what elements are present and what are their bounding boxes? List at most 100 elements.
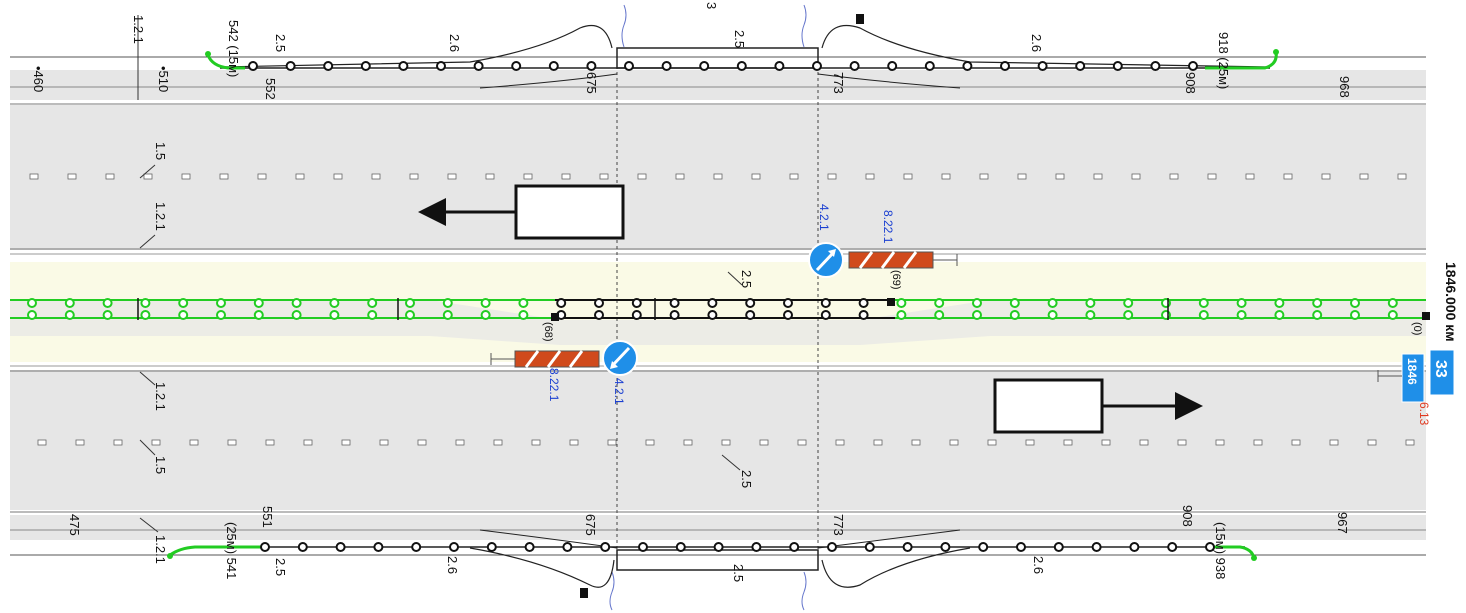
delineator-icon [1274, 298, 1285, 308]
delineator-icon [1009, 298, 1020, 308]
post-icon [1053, 542, 1064, 552]
marking-label: 2.5 [739, 470, 754, 488]
post-icon [1075, 61, 1086, 71]
lane-dash [295, 173, 305, 180]
leader-line [139, 164, 156, 179]
marking-label: 1.2.1 [153, 202, 168, 231]
guardrail-end-green [169, 545, 262, 557]
delineator-icon [102, 310, 113, 320]
marking-label: 2.5 [739, 270, 754, 288]
delineator-icon [1161, 298, 1171, 308]
lane-dash [1017, 173, 1027, 180]
lane-dash [257, 173, 267, 180]
delineator-icon [972, 298, 982, 308]
post-icon [551, 313, 559, 321]
delineator-icon [820, 310, 831, 320]
post-icon [600, 542, 611, 552]
marking-label: 2.5 [731, 564, 746, 582]
lane-dash [523, 173, 533, 180]
post-icon [1037, 61, 1048, 71]
delineator-icon [858, 298, 869, 308]
post-icon [962, 61, 973, 71]
lane-dash [1093, 173, 1103, 180]
delineator-icon [1085, 310, 1096, 320]
lane-dash [447, 173, 457, 180]
lane-dash [1321, 173, 1331, 180]
delineator-icon [1123, 298, 1134, 308]
post-icon [1422, 312, 1430, 320]
post-icon [1112, 61, 1123, 71]
lane-dash [979, 173, 989, 180]
median-taper [10, 300, 1426, 345]
delineator-icon [594, 310, 604, 320]
delineator-icon [1312, 310, 1323, 320]
lane-dash [189, 439, 199, 446]
delineator-icon [518, 298, 529, 308]
lane-dash [371, 173, 381, 180]
delineator-icon [783, 298, 793, 308]
median-post-label: (69) [890, 270, 902, 290]
lane-dash [227, 439, 237, 446]
marking-label: 2.6 [445, 556, 460, 574]
arrow-right-icon [1175, 392, 1203, 420]
post-icon [713, 542, 724, 552]
bridge-top [616, 47, 819, 69]
marking-label: 1.5 [153, 142, 168, 160]
marking-label: 1.2.1 [153, 535, 168, 564]
leader-line [139, 234, 156, 249]
post-icon [248, 61, 258, 71]
lane-dash [1329, 439, 1339, 446]
post-icon [486, 542, 497, 552]
delineator-icon [291, 298, 302, 308]
lane-dash [181, 173, 191, 180]
post-icon [323, 61, 334, 71]
guardrail-top-lower [479, 73, 961, 89]
delineator-icon [1350, 310, 1360, 320]
lane-dash [751, 173, 761, 180]
delineator-icon [1123, 310, 1134, 320]
post-icon [924, 61, 935, 71]
distance-sign-top [1429, 349, 1455, 396]
delineator-icon [1312, 298, 1323, 308]
pk-label: 967 [1335, 512, 1350, 534]
post-icon [675, 542, 686, 552]
delineator-icon [102, 298, 113, 308]
delineator-icon [1350, 298, 1360, 308]
delineator-icon [1009, 310, 1020, 320]
sign-code-label: 4.2.1 [612, 378, 626, 405]
post-icon [1205, 542, 1215, 552]
delineator-icon [896, 298, 907, 308]
lane-dash [219, 173, 229, 180]
lane-dash [1405, 439, 1415, 446]
delineator-icon [253, 298, 264, 308]
lane-dash [265, 439, 275, 446]
lane-dash [531, 439, 541, 446]
marking-label: 1.2.1 [153, 382, 168, 411]
lane-dash [949, 439, 959, 446]
lane-dash [143, 173, 153, 180]
delineator-icon [972, 310, 982, 320]
lane-dash [987, 439, 997, 446]
river-line [621, 4, 627, 48]
lane-dash [333, 173, 343, 180]
delineator-icon [216, 310, 226, 320]
post-icon [1167, 542, 1178, 552]
lane-dash [911, 439, 921, 446]
post-icon [751, 542, 762, 552]
delineator-icon [178, 310, 189, 320]
delineator-icon [367, 310, 378, 320]
lane-dash [417, 439, 427, 446]
delineator-icon [64, 310, 75, 320]
post-icon [580, 588, 588, 598]
pk-label: 675 [583, 514, 598, 536]
lane-dash [1169, 173, 1179, 180]
marking-label: 2.5 [732, 30, 747, 48]
delineator-icon [707, 310, 718, 320]
post-icon [398, 61, 409, 71]
river-line [801, 4, 807, 48]
edge-label-right-top: 918 (25м) [1216, 32, 1231, 89]
lane-dash [941, 173, 951, 180]
post-icon [638, 542, 648, 552]
marker-icon [1251, 555, 1257, 561]
distance-sign [1401, 353, 1425, 403]
